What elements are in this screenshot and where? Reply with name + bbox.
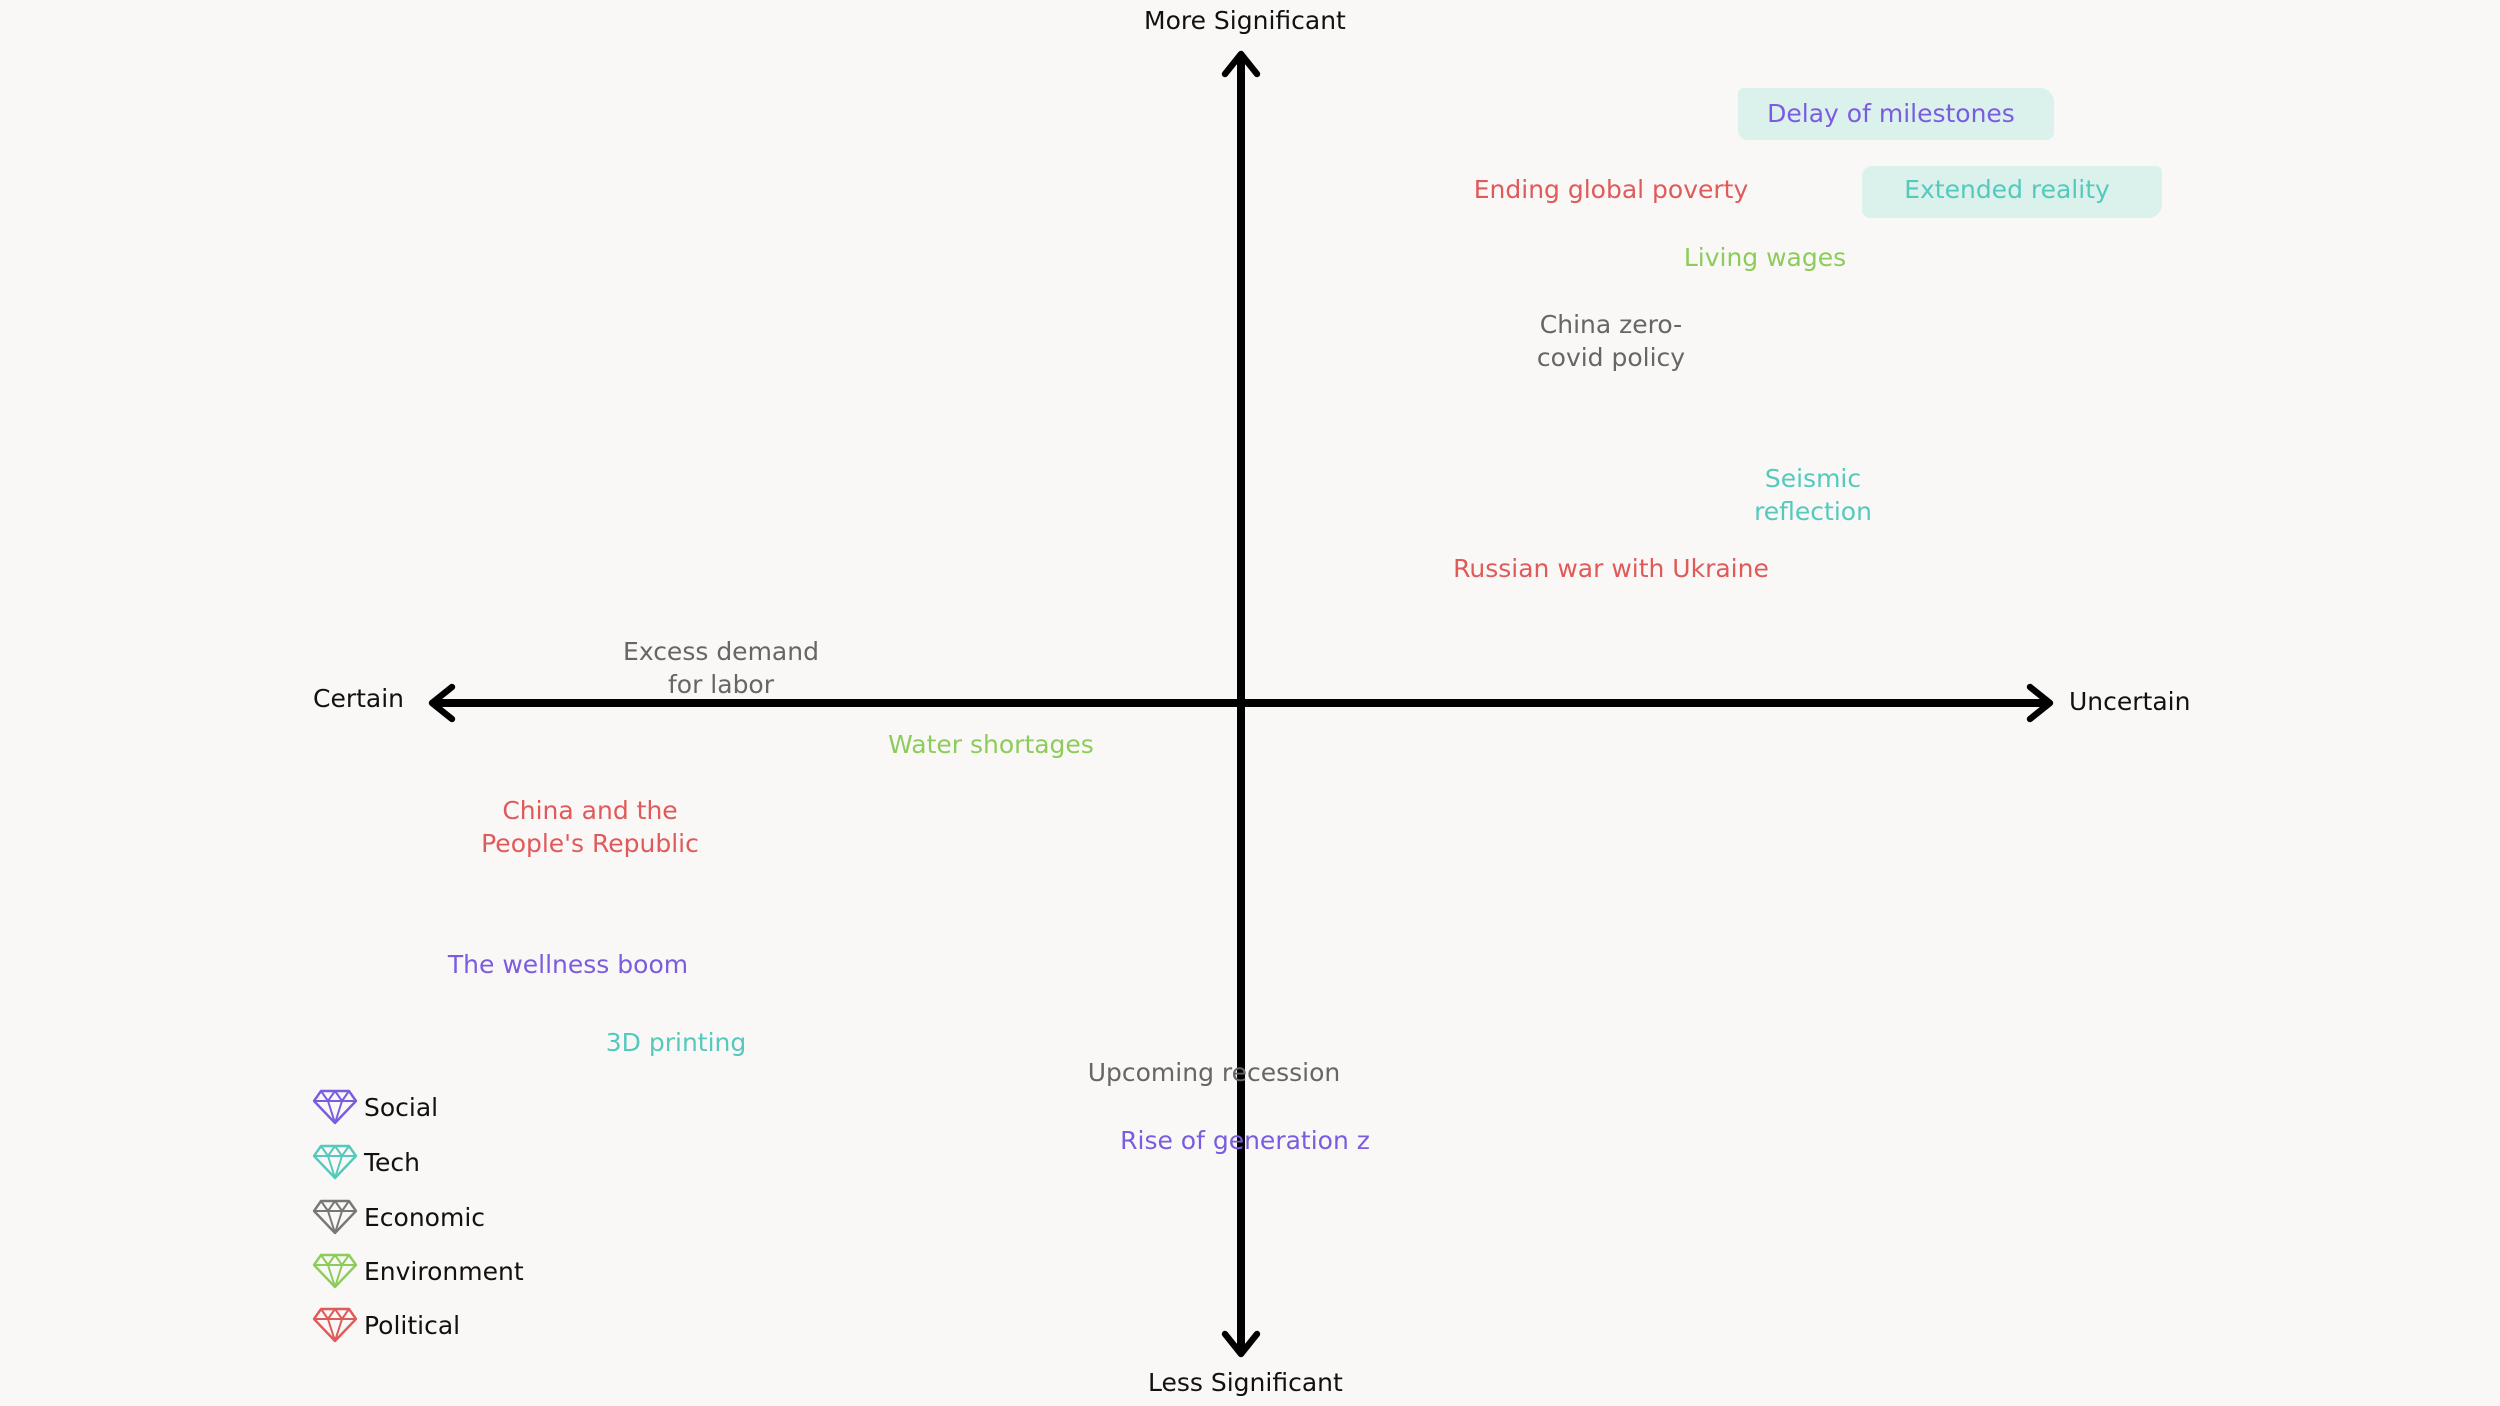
item-china-prc-line2: People's Republic [481,829,699,858]
item-ending-global-poverty: Ending global poverty [1473,175,1749,204]
item-extended-reality: Extended reality [1904,175,2110,204]
legend-label: Environment [364,1256,524,1286]
diamond-icon [312,1199,358,1235]
item-generation-z: Rise of generation z [1120,1126,1370,1155]
axis-label-bottom: Less Significant [1148,1368,1343,1397]
item-3d-printing: 3D printing [605,1028,747,1057]
item-excess-demand-line1: Excess demand [623,637,819,666]
item-russian-war: Russian war with Ukraine [1453,554,1769,583]
item-china-zero-covid-line2: covid policy [1536,343,1686,372]
legend-label: Political [364,1310,461,1340]
item-upcoming-recession: Upcoming recession [1087,1058,1341,1087]
item-excess-demand-line2: for labor [667,670,775,699]
legend-label: Social [364,1092,439,1122]
legend-item-political: Political [312,1305,460,1345]
highlight-delay-of-milestones [1738,88,2054,140]
item-seismic-reflection: Seismic reflection [1754,462,1872,528]
axis-label-left: Certain [313,684,405,713]
item-seismic-reflection-line1: Seismic [1764,464,1862,493]
diamond-icon [312,1144,358,1180]
item-living-wages: Living wages [1683,243,1847,272]
item-seismic-reflection-line2: reflection [1754,497,1872,526]
legend-item-environment: Environment [312,1251,524,1291]
legend-item-economic: Economic [312,1197,485,1237]
item-china-zero-covid-line1: China zero- [1539,310,1683,339]
item-china-prc: China and the People's Republic [481,794,699,860]
item-excess-demand: Excess demand for labor [623,635,819,701]
diamond-icon [312,1253,358,1289]
legend-item-tech: Tech [312,1142,420,1182]
legend-label: Economic [364,1202,486,1232]
item-delay-of-milestones: Delay of milestones [1767,99,2015,128]
highlight-extended-reality [1862,166,2162,218]
diamond-icon [312,1307,358,1343]
axis-label-right: Uncertain [2069,687,2191,716]
legend-item-social: Social [312,1087,438,1127]
diamond-icon [312,1089,358,1125]
axis-label-top: More Significant [1144,6,1346,35]
item-water-shortages: Water shortages [888,730,1094,759]
legend-label: Tech [364,1147,420,1177]
item-wellness-boom: The wellness boom [447,950,689,979]
item-china-zero-covid: China zero- covid policy [1537,308,1685,374]
item-china-prc-line1: China and the [502,796,678,825]
